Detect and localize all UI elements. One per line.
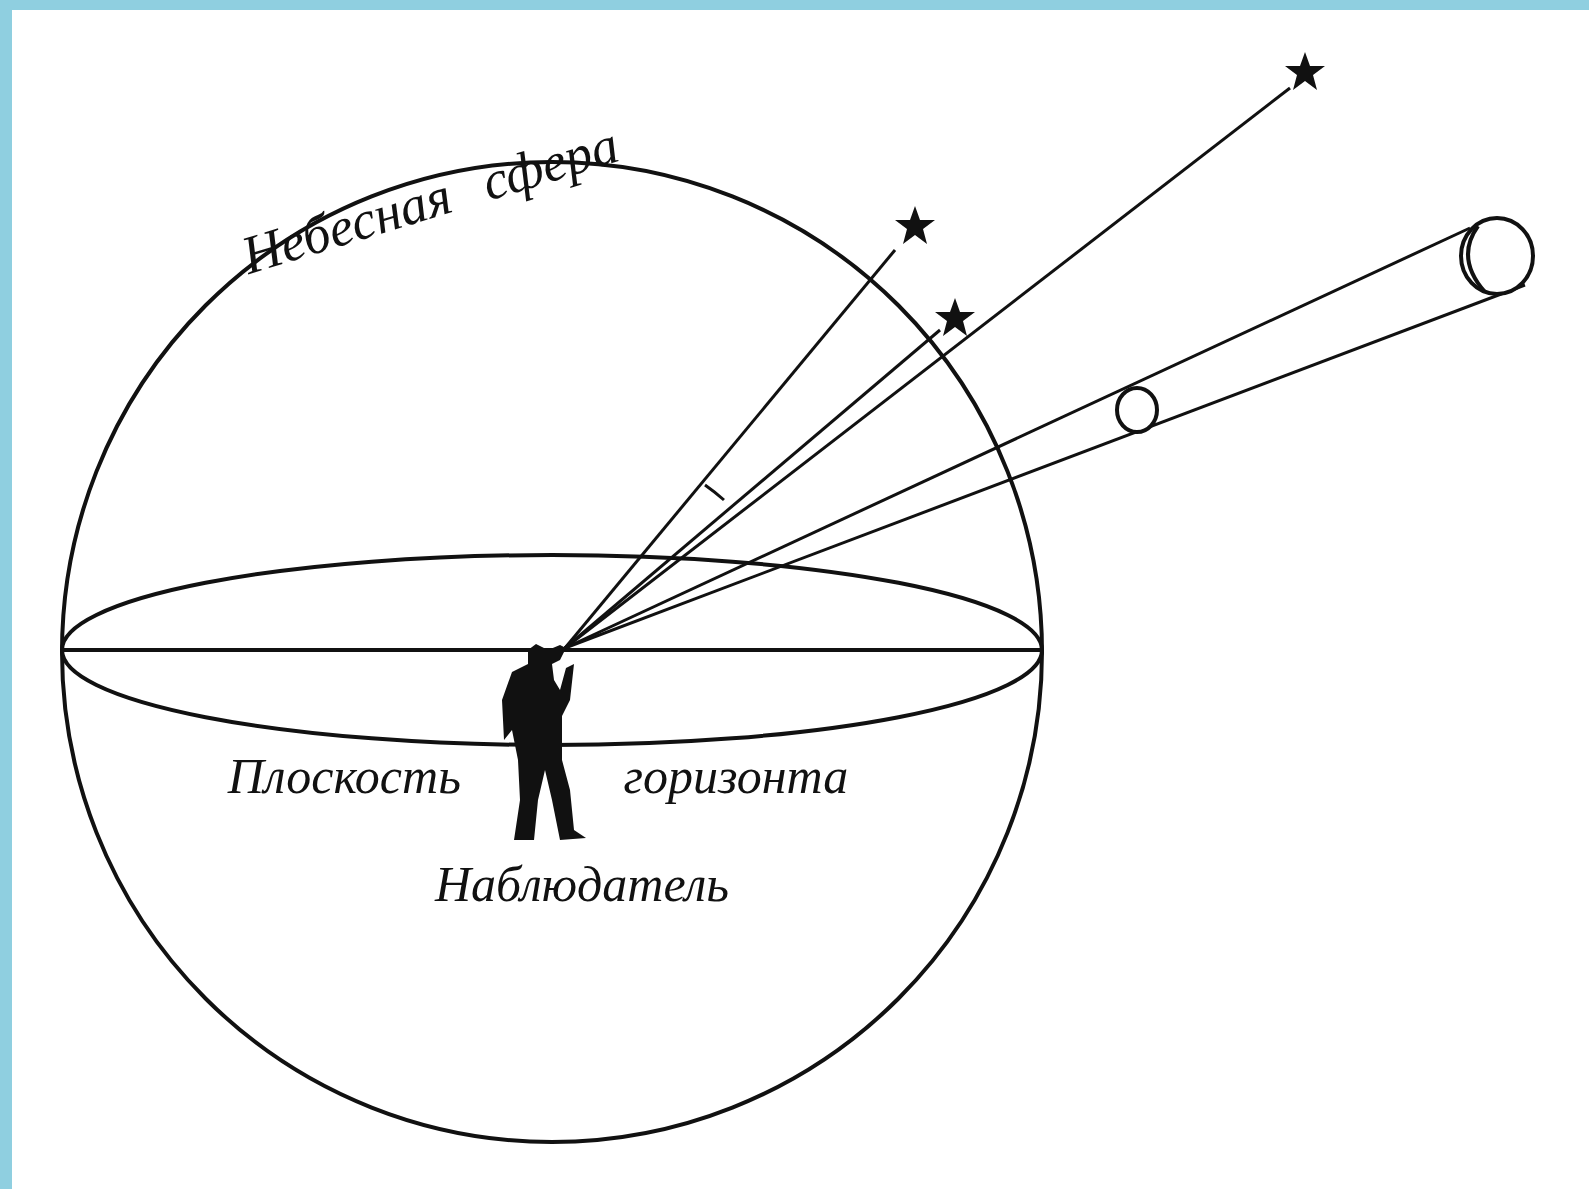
sight-lines (565, 88, 1525, 648)
observer-label: Наблюдатель (435, 859, 729, 909)
horizon-label: Плоскость горизонта (228, 751, 849, 801)
celestial-sphere (62, 162, 1042, 1142)
moon-bodies (1117, 218, 1533, 432)
observer-figure (502, 644, 586, 840)
stars (895, 52, 1325, 336)
sphere-title: Небесная сфера (236, 117, 625, 283)
